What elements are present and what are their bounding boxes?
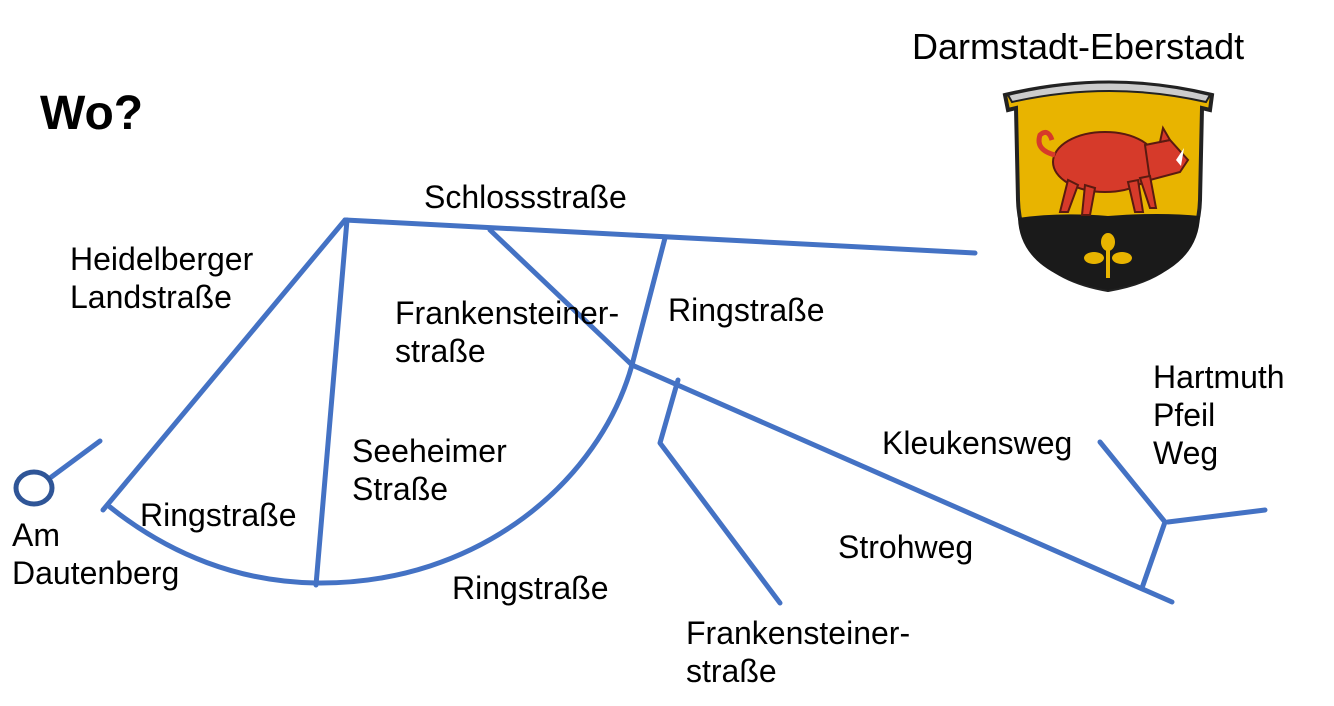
- label-hartmuth-pfeil-weg: Hartmuth Pfeil Weg: [1153, 358, 1285, 472]
- label-line: Frankensteiner-: [686, 615, 911, 651]
- am-dautenberg-marker-icon: [13, 469, 55, 507]
- road-am-dautenberg: [47, 438, 103, 481]
- road-schlossstrasse: [342, 217, 978, 256]
- label-ringstrasse-bottom: Ringstraße: [452, 570, 609, 606]
- label-kleukensweg: Kleukensweg: [882, 425, 1073, 461]
- label-line: Hartmuth: [1153, 359, 1285, 395]
- label-line: Am: [12, 517, 60, 553]
- label-am-dautenberg: Am Dautenberg: [12, 516, 179, 592]
- label-line: Heidelberger: [70, 241, 254, 277]
- label-frankensteinerstrasse-north: Frankensteiner- straße: [395, 294, 619, 370]
- road-seeheimer-strasse: [313, 217, 350, 588]
- road-ringstrasse: [107, 235, 668, 586]
- label-line: straße: [686, 653, 777, 689]
- label-seeheimer-strasse: Seeheimer Straße: [352, 432, 507, 508]
- label-ringstrasse-left: Ringstraße: [140, 497, 297, 533]
- page-title: Wo?: [40, 87, 144, 140]
- road-kleukensweg: [1097, 439, 1168, 591]
- label-line: Landstraße: [70, 279, 232, 315]
- road-frankensteinerstrasse: [487, 227, 1175, 605]
- label-heidelberger-landstrasse: Heidelberger Landstraße: [70, 240, 253, 316]
- label-line: Seeheimer: [352, 433, 507, 469]
- label-line: Pfeil: [1153, 397, 1216, 433]
- road-frankensteinerstrasse-branch: [657, 377, 783, 606]
- label-schlossstrasse: Schlossstraße: [424, 179, 627, 215]
- label-ringstrasse-top: Ringstraße: [668, 292, 825, 328]
- road-heidelberger-landstrasse: [100, 217, 348, 513]
- label-line: Frankensteiner-: [395, 295, 620, 331]
- label-line: straße: [395, 333, 486, 369]
- boar-coat-of-arms-icon: [1002, 80, 1215, 293]
- label-line: Weg: [1153, 435, 1219, 471]
- label-line: Dautenberg: [12, 555, 180, 591]
- road-hartmuth-pfeil-weg: [1165, 507, 1268, 525]
- label-strohweg: Strohweg: [838, 529, 974, 565]
- place-name: Darmstadt-Eberstadt: [912, 26, 1245, 67]
- label-frankensteinerstrasse-south: Frankensteiner- straße: [686, 614, 910, 690]
- label-line: Straße: [352, 471, 449, 507]
